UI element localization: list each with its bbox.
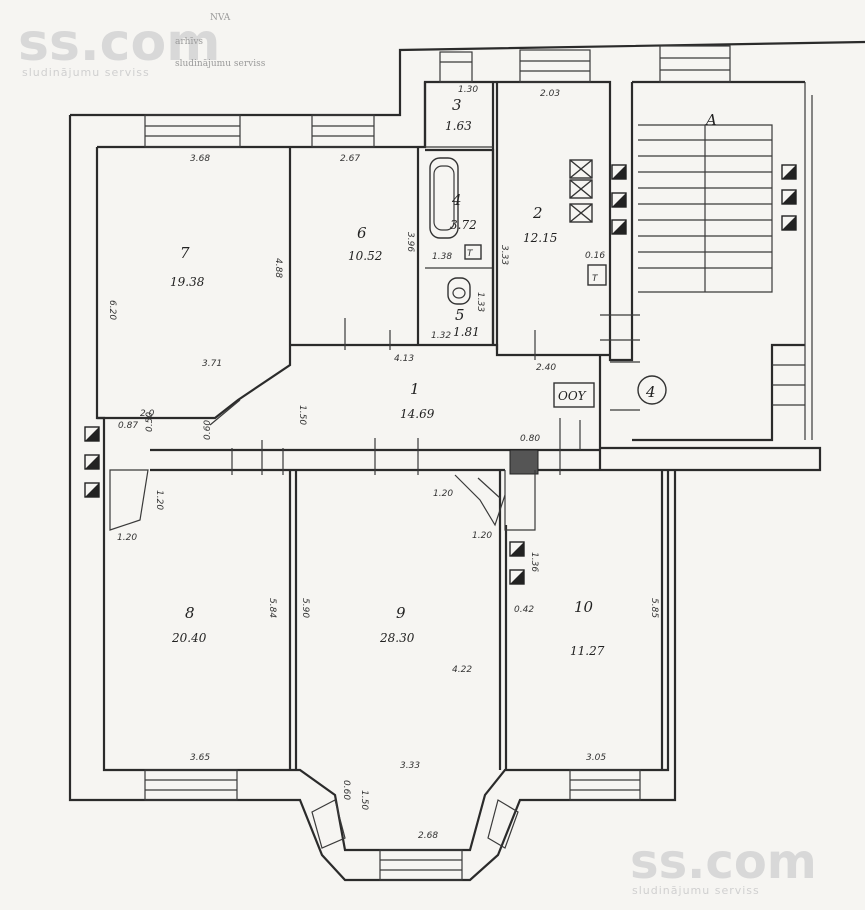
dim-wc-width: 1.32 — [431, 331, 451, 341]
stove — [569, 159, 593, 223]
room-3-number: 3 — [452, 96, 462, 114]
toilet — [447, 277, 471, 305]
room-5-number: 5 — [455, 306, 465, 324]
watermark-tagline-bottom: sludinājumu serviss — [632, 884, 760, 897]
dim-room6-height: 3.96 — [405, 232, 415, 252]
sink-symbol: T — [467, 249, 474, 259]
header-stamp-line-2: arhīvs — [175, 37, 203, 47]
dim-room2-height: 3.33 — [499, 245, 509, 265]
windows — [144, 45, 731, 881]
header-stamp-line-1: NVA — [210, 13, 231, 23]
watermark-tagline-top: sludinājumu serviss — [22, 66, 150, 79]
room-5-area: 1.81 — [453, 325, 480, 339]
dim-room9-width: 3.33 — [400, 761, 420, 771]
dim-hall-height: 1.50 — [297, 405, 307, 425]
dim-room8-width: 3.65 — [190, 753, 210, 763]
stair-label: A — [704, 111, 717, 129]
dim-room6-width: 2.67 — [340, 154, 360, 164]
room-1-number: 1 — [410, 380, 420, 398]
room-1-area: 14.69 — [400, 407, 435, 421]
dim-door-10: 1.20 — [472, 531, 492, 541]
dim-kitchen-niche: 0.16 — [585, 251, 605, 261]
watermark-brand-top: ss.com — [18, 13, 220, 73]
dim-room2-width: 2.03 — [540, 89, 560, 99]
sink-box — [464, 244, 482, 260]
kitchen-unit-symbol: T — [592, 274, 599, 284]
dim-bay-depth: 1.50 — [359, 790, 369, 810]
dim-room7-bottom: 3.71 — [202, 359, 222, 369]
room-6-number: 6 — [357, 224, 367, 242]
dim-closet-depth: 2.0 — [140, 409, 155, 419]
dim-room10-height: 5.85 — [649, 598, 659, 618]
room-6-area: 10.52 — [348, 249, 382, 263]
dim-niche-a: 0.50 — [145, 412, 155, 432]
dim-bath-width: 1.38 — [432, 252, 452, 262]
dim-niche-b: 0.60 — [203, 420, 213, 440]
meter-box — [553, 382, 595, 408]
dim-chimney-width: 0.80 — [520, 434, 540, 444]
apartment-number-circle — [637, 375, 667, 405]
dim-room9-height: 5.90 — [300, 598, 310, 618]
dim-room10-width: 3.05 — [586, 753, 606, 763]
dim-room9-inner: 4.22 — [452, 665, 472, 675]
watermark-brand-bottom: ss.com — [630, 834, 817, 890]
dim-closet-width: 0.87 — [118, 421, 138, 431]
meter-label: OOY — [558, 389, 587, 403]
dim-room7-height-inner: 4.88 — [273, 258, 283, 278]
room-8-area: 20.40 — [171, 631, 207, 645]
dim-bay-width: 2.68 — [418, 831, 438, 841]
room-4-area: 3.72 — [450, 218, 477, 232]
interior-walls — [97, 82, 664, 770]
dimension-labels: 3.68 2.67 2.03 1.30 6.20 4.88 3.96 3.33 … — [107, 85, 659, 841]
kitchen-unit — [587, 264, 607, 286]
dim-door-8: 1.20 — [154, 490, 164, 510]
room-7-area: 19.38 — [170, 275, 205, 289]
dim-corridor: 4.13 — [394, 354, 414, 364]
dim-room7-height: 6.20 — [107, 300, 117, 320]
room-10-number: 10 — [574, 598, 594, 616]
dim-room8-niche: 1.20 — [117, 533, 137, 543]
header-stamp-line-3: sludinājumu serviss — [175, 59, 266, 69]
room-9-number: 9 — [396, 604, 406, 622]
staircase — [600, 82, 813, 440]
ventilation-ducts — [84, 164, 797, 585]
room-labels: 1 14.69 2 12.15 3 1.63 4 3.72 5 1.81 6 1… — [170, 96, 605, 658]
dim-room3-width: 1.30 — [458, 85, 478, 95]
apartment-number: 4 — [645, 383, 656, 401]
room-4-number: 4 — [451, 191, 462, 209]
dim-kitchen-bottom: 2.40 — [536, 363, 556, 373]
room-2-area: 12.15 — [523, 231, 557, 245]
dim-bay-side: 0.60 — [341, 780, 351, 800]
room-3-area: 1.63 — [445, 119, 472, 133]
room-2-number: 2 — [532, 204, 543, 222]
bathtub — [429, 157, 459, 239]
dim-wc-height: 1.33 — [475, 292, 485, 312]
room-7-number: 7 — [180, 244, 190, 262]
room-8-number: 8 — [185, 604, 195, 622]
dim-room7-width: 3.68 — [190, 154, 210, 164]
dim-room10-niche: 0.42 — [514, 605, 534, 615]
dim-room8-height: 5.84 — [267, 598, 277, 618]
dim-chimney-height: 1.36 — [529, 552, 539, 572]
dim-door-9: 1.20 — [433, 489, 453, 499]
room-9-area: 28.30 — [379, 631, 415, 645]
room-10-area: 11.27 — [570, 644, 605, 658]
door-ticks — [231, 318, 581, 475]
